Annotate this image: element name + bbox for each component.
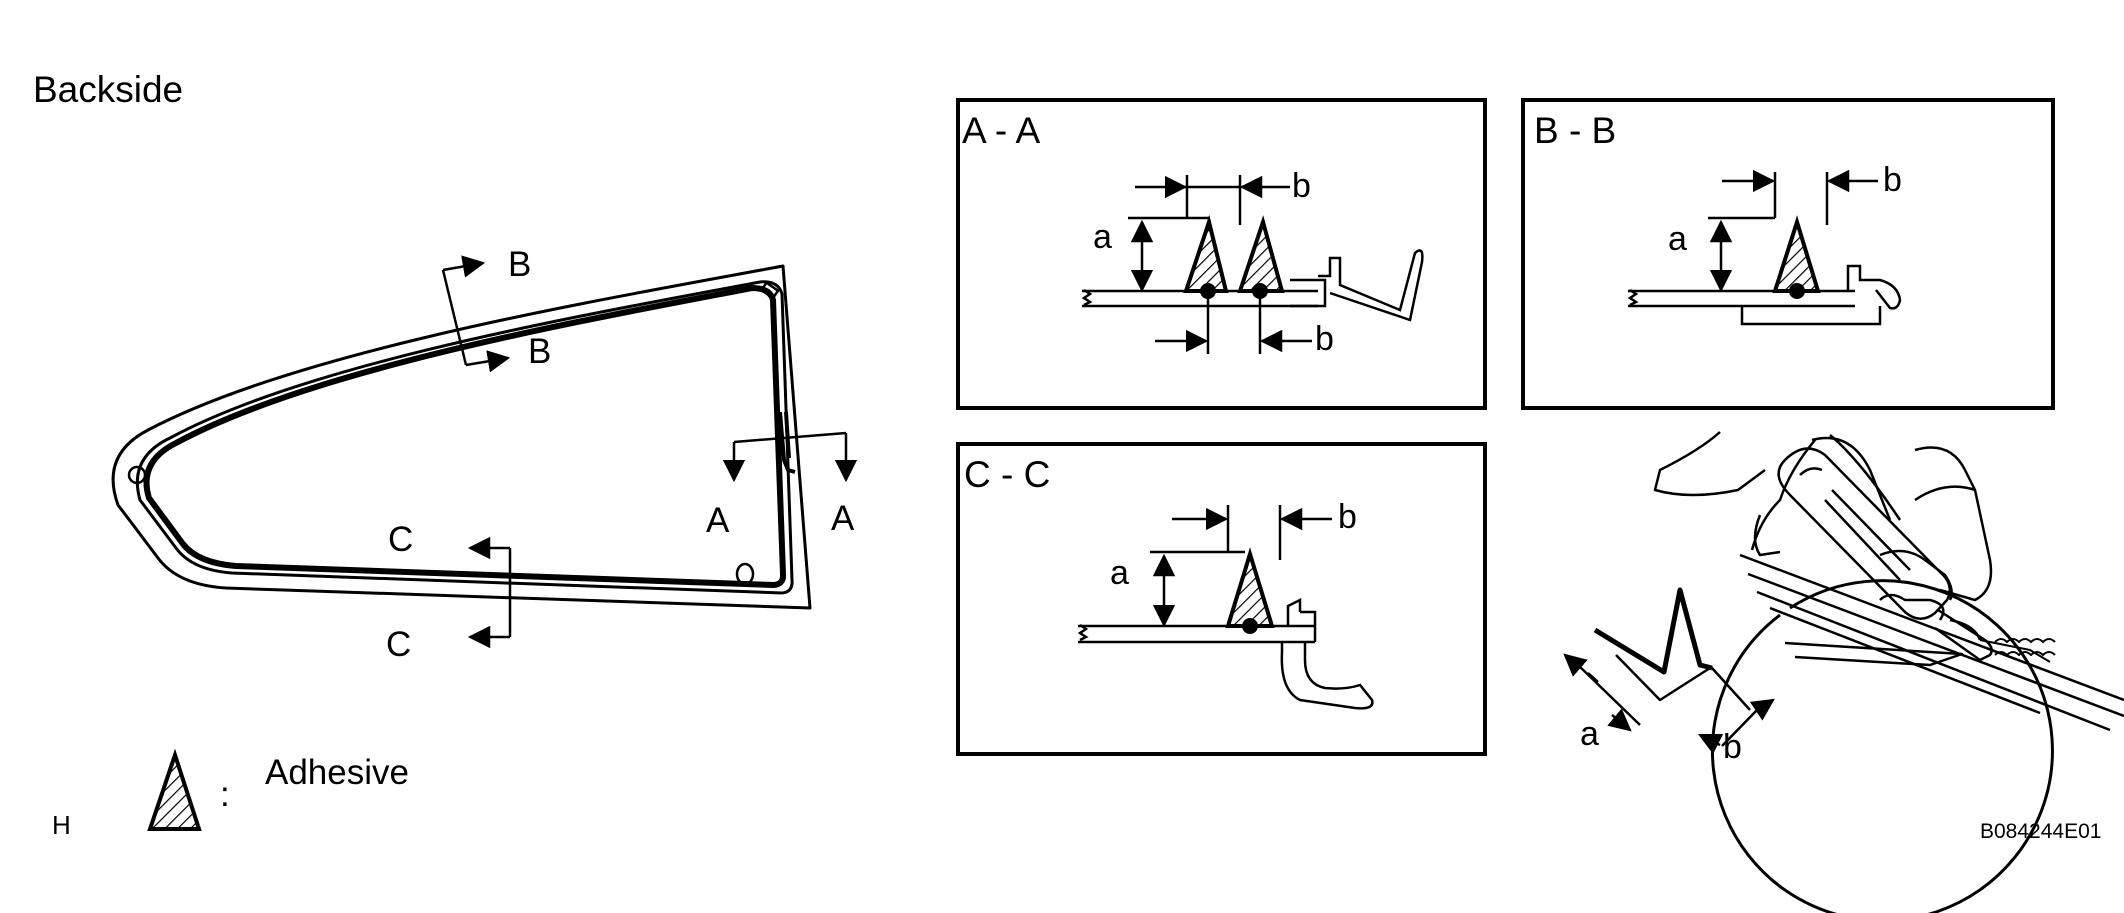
section-indicator-c	[467, 536, 512, 649]
panel-b-b-dim-b: b	[1883, 161, 1902, 199]
detail-dim-a: a	[1580, 715, 1599, 753]
mount-hole-right	[735, 562, 755, 586]
adhesive-bead-1	[1183, 214, 1229, 293]
panel-c-c-title: C - C	[964, 454, 1050, 495]
section-indicator-b	[441, 255, 511, 373]
panel-a-a-dim-b-top: b	[1292, 167, 1311, 205]
adhesive-gun-illustration	[1563, 431, 2124, 913]
adhesive-legend-icon	[147, 748, 202, 831]
panel-a-a-dim-a: a	[1093, 218, 1112, 256]
dam-point-2	[1252, 283, 1268, 299]
adhesive-bead-line	[143, 285, 787, 588]
detail-bead-profile	[1593, 587, 1713, 675]
page-title: Backside	[33, 69, 183, 110]
dam-point-c	[1242, 618, 1258, 634]
dam-point-b	[1789, 283, 1805, 299]
detail-dim-b: b	[1723, 728, 1742, 766]
panel-b-b-title: B - B	[1534, 110, 1616, 151]
section-label-a-left: A	[706, 501, 730, 540]
panel-section-c-c: C - C a b	[956, 442, 1487, 756]
panel-c-c-dim-a: a	[1110, 554, 1129, 592]
section-label-a-right: A	[831, 499, 855, 538]
panel-a-a-dim-b-bottom: b	[1315, 320, 1334, 358]
adhesive-bead-c	[1225, 547, 1275, 628]
section-label-c-bottom: C	[386, 625, 411, 664]
section-indicator-a	[722, 431, 858, 483]
figure-code: B084244E01	[1980, 820, 2101, 843]
adhesive-bead-b	[1772, 215, 1821, 293]
adhesive-bead-2	[1237, 215, 1285, 293]
legend-label: Adhesive	[265, 753, 409, 792]
detail-magnifier-circle	[1710, 579, 2054, 913]
legend-colon: :	[220, 775, 230, 814]
panel-c-c-dim-b: b	[1338, 498, 1357, 536]
clip-marker	[760, 281, 780, 300]
window-glass-inner	[135, 280, 794, 595]
quarter-window-outline	[111, 264, 812, 610]
window-glass-outer	[111, 264, 812, 610]
dam-point-1	[1200, 283, 1216, 299]
panel-a-a-title: A - A	[962, 110, 1040, 151]
section-label-c-top: C	[388, 520, 413, 559]
panel-section-b-b: B - B a b	[1521, 98, 2055, 410]
seal-clip-strip	[778, 411, 796, 474]
section-label-b-bottom: B	[528, 332, 551, 371]
corner-mark: H	[52, 810, 71, 840]
panel-b-b-dim-a: a	[1668, 220, 1687, 258]
mount-hole-left	[127, 465, 147, 485]
section-label-b-top: B	[508, 245, 531, 284]
panel-section-a-a: A - A a b b	[956, 98, 1487, 410]
